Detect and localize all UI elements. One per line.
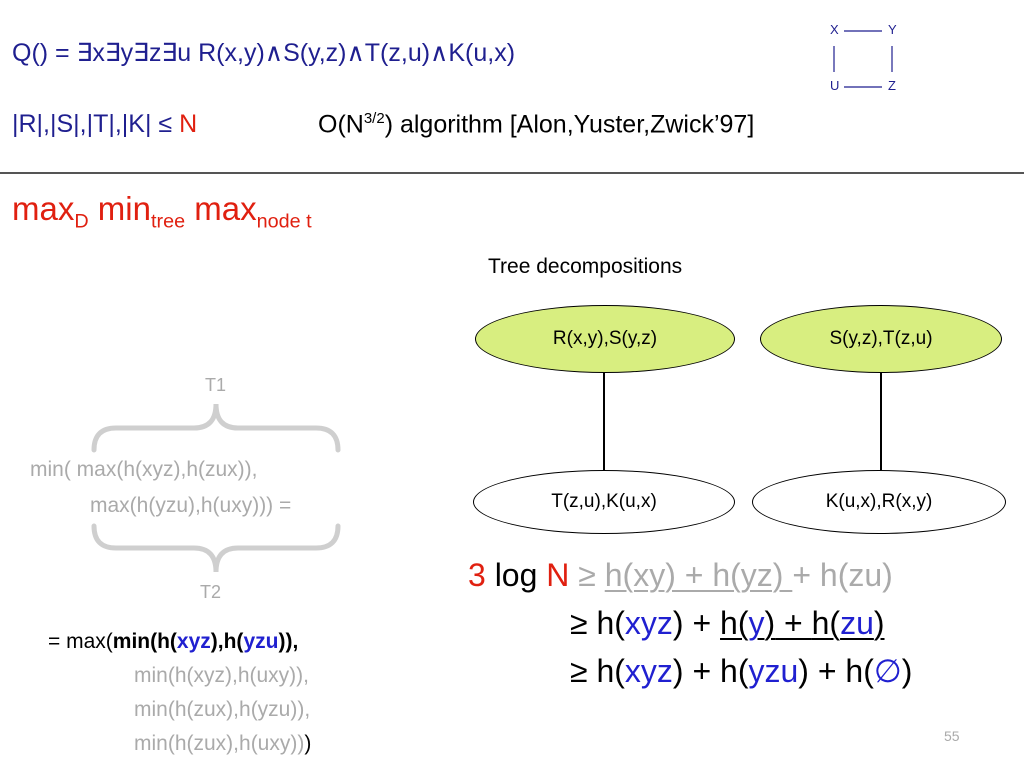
ineq-l2-hy-close: ) bbox=[764, 605, 776, 641]
eq-yzu: yzu bbox=[243, 630, 279, 653]
maxmin-title: maxD mintree maxnode t bbox=[12, 190, 312, 234]
ineq-line3: ≥ h(xyz) + h(yzu) + h(∅) bbox=[570, 652, 912, 690]
eq-line4-text: min(h(zux),h(uxy)) bbox=[134, 732, 305, 755]
ineq-l1-underlined: h(xy) + h(yz) bbox=[604, 557, 793, 593]
eq-line1: = max(min(h(xyz),h(yzu)), bbox=[48, 630, 298, 654]
eq-line2: min(h(xyz),h(uxy)), bbox=[134, 664, 310, 687]
ineq-line1: 3 log N ≥ h(xy) + h(yz) + h(zu) bbox=[468, 557, 893, 594]
tree1-bottom-node: T(z,u),K(u,x) bbox=[473, 470, 735, 534]
header-divider bbox=[0, 172, 1024, 174]
algorithm-reference: O(N3/2) algorithm [Alon,Yuster,Zwick’97] bbox=[318, 110, 754, 139]
eq-line4: min(h(zux),h(uxy))) bbox=[134, 732, 311, 756]
ineq-l2-zu: zu bbox=[840, 605, 874, 641]
ineq-l3-xyz: xyz bbox=[624, 653, 673, 689]
ineq-line2: ≥ h(xyz) + h(y) + h(zu) bbox=[570, 605, 885, 642]
t2-brace bbox=[91, 523, 341, 573]
maxmin-sub-tree: tree bbox=[150, 210, 186, 233]
maxmin-max-node: max bbox=[185, 190, 257, 227]
ineq-l2-y: y bbox=[748, 605, 765, 641]
query-body: ∃x∃y∃z∃u R(x,y)∧S(y,z)∧T(z,u)∧K(u,x) bbox=[76, 39, 516, 67]
ineq-l3-ge: ≥ h( bbox=[570, 653, 625, 689]
eq-xyz: xyz bbox=[176, 630, 211, 653]
maxmin-sub-node: node t bbox=[256, 210, 312, 233]
ineq-l1-rest: + h(zu) bbox=[792, 557, 893, 593]
ineq-l3-mid: ) + h( bbox=[672, 653, 749, 689]
t2-label: T2 bbox=[200, 582, 222, 602]
maxmin-min-tree: min bbox=[88, 190, 151, 227]
eq-line4-close: ) bbox=[304, 732, 312, 755]
maxmin-max-d: max bbox=[12, 190, 75, 227]
size-bound-text: |R|,|S|,|T|,|K| ≤ bbox=[12, 110, 180, 138]
t1-brace bbox=[91, 403, 341, 453]
ineq-l3-close: ) bbox=[901, 653, 913, 689]
eq-pre: = max( bbox=[48, 630, 113, 653]
algo-o-suffix: ) algorithm [Alon,Yuster,Zwick’97] bbox=[384, 110, 755, 139]
ineq-l3-empty: ∅ bbox=[873, 653, 902, 689]
ineq-l2-hy-group: h(y) + h(zu) bbox=[720, 605, 884, 641]
maxmin-sub-d: D bbox=[74, 210, 89, 233]
gray-expr-line1: min( max(h(xyz),h(zux)), bbox=[30, 458, 258, 481]
size-bound-n: N bbox=[179, 110, 198, 138]
tree1-edge bbox=[603, 373, 605, 470]
ineq-l2-hzu: h( bbox=[811, 605, 841, 641]
page-number: 55 bbox=[944, 728, 960, 744]
ineq-l2-hy: h( bbox=[720, 605, 749, 641]
ineq-l2-mid: ) + bbox=[672, 605, 721, 641]
ineq-n: N bbox=[546, 557, 570, 593]
cycle-y: Y bbox=[888, 22, 897, 37]
ineq-log: log bbox=[485, 557, 547, 593]
ineq-ge-1: ≥ bbox=[569, 557, 605, 593]
algo-o-exponent: 3/2 bbox=[363, 110, 385, 127]
eq-mid: ),h( bbox=[210, 630, 244, 653]
tree1-top-node: R(x,y),S(y,z) bbox=[475, 305, 735, 373]
gray-expr-line2: max(h(yzu),h(uxy))) = bbox=[90, 494, 292, 517]
cycle-edges bbox=[833, 30, 893, 88]
algo-o-prefix: O(N bbox=[318, 110, 364, 139]
ineq-l3-yzu: yzu bbox=[748, 653, 799, 689]
ineq-three: 3 bbox=[468, 557, 486, 593]
cycle-u: U bbox=[830, 78, 840, 93]
ineq-l2-plus: + bbox=[775, 605, 812, 641]
ineq-l3-mid2: ) + h( bbox=[798, 653, 874, 689]
cycle-x: X bbox=[830, 22, 839, 37]
cycle-z: Z bbox=[888, 78, 896, 93]
eq-min-open: min(h( bbox=[112, 630, 177, 653]
tree-decompositions-title: Tree decompositions bbox=[488, 255, 683, 278]
size-bound: |R|,|S|,|T|,|K| ≤ N bbox=[12, 110, 197, 139]
query-prefix: Q() = bbox=[12, 39, 77, 67]
eq-line3: min(h(zux),h(yzu)), bbox=[134, 698, 311, 721]
ineq-l2-ge: ≥ h( bbox=[570, 605, 625, 641]
tree2-top-node: S(y,z),T(z,u) bbox=[760, 305, 1002, 373]
ineq-l2-xyz: xyz bbox=[624, 605, 673, 641]
tree2-edge bbox=[880, 373, 882, 470]
t1-label: T1 bbox=[205, 375, 227, 395]
query-formula: Q() = ∃x∃y∃z∃u R(x,y)∧S(y,z)∧T(z,u)∧K(u,… bbox=[12, 38, 515, 68]
ineq-l2-hzu-close: ) bbox=[873, 605, 885, 641]
eq-close: )), bbox=[278, 630, 299, 653]
tree2-bottom-node: K(u,x),R(x,y) bbox=[752, 470, 1006, 534]
